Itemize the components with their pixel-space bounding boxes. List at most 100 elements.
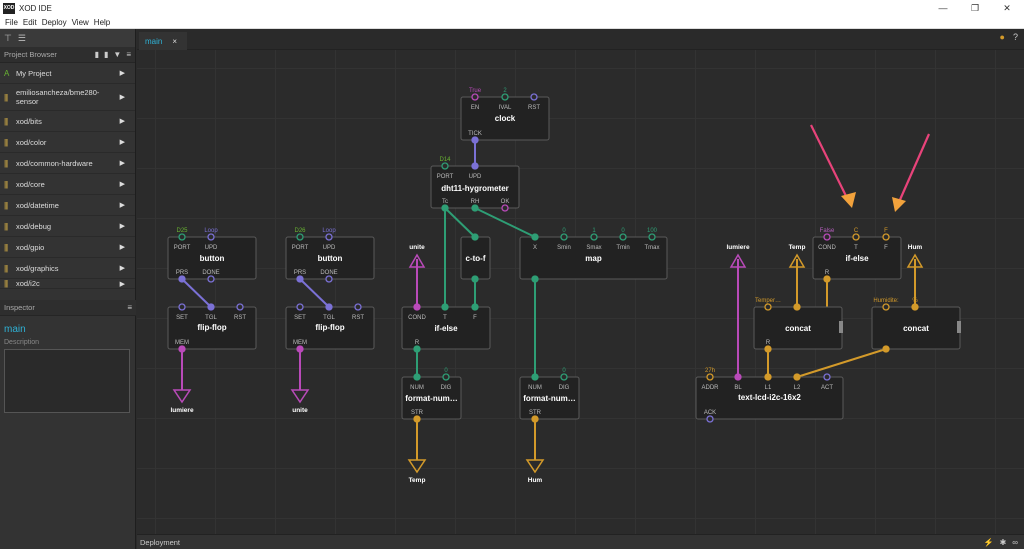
- pin-out-concat2-0[interactable]: [882, 345, 890, 353]
- pin-out-button2-0[interactable]: [296, 275, 304, 283]
- node-fmt2[interactable]: [519, 376, 580, 420]
- user-icon[interactable]: ●: [999, 32, 1005, 42]
- terminal-lumiere-input[interactable]: [172, 389, 192, 404]
- pin-out-button1-0[interactable]: [178, 275, 186, 283]
- pin-in-ifelse2-0[interactable]: [823, 233, 831, 241]
- pin-in-ifelse2-1[interactable]: [852, 233, 860, 241]
- pin-out-fmt2-0[interactable]: [531, 415, 539, 423]
- pin-out-concat1-0[interactable]: [764, 345, 772, 353]
- terminal-unite-input[interactable]: [290, 389, 310, 404]
- pin-in-map-2[interactable]: [590, 233, 598, 241]
- panel-menu-icon[interactable]: ≡: [127, 303, 132, 312]
- pin-in-map-0[interactable]: [531, 233, 539, 241]
- pin-in-fmt1-0[interactable]: [413, 373, 421, 381]
- sidebar-item-i2c[interactable]: |||xod/i2c▶: [0, 279, 135, 289]
- menu-file[interactable]: File: [5, 17, 18, 27]
- pin-in-lcd-4[interactable]: [823, 373, 831, 381]
- pin-in-flipflop2-2[interactable]: [354, 303, 362, 311]
- pin-in-concat2-0[interactable]: [882, 303, 890, 311]
- sidebar-item-core[interactable]: |||xod/core▶: [0, 174, 135, 195]
- terminal-lumiere-output[interactable]: [729, 253, 747, 268]
- pin-in-flipflop1-2[interactable]: [236, 303, 244, 311]
- pin-in-ifelse2-2[interactable]: [882, 233, 890, 241]
- terminal-temp-output[interactable]: [788, 253, 806, 268]
- pin-in-concat2-1[interactable]: [911, 303, 919, 311]
- pin-in-fmt2-1[interactable]: [560, 373, 568, 381]
- pin-in-map-1[interactable]: [560, 233, 568, 241]
- pin-in-flipflop2-0[interactable]: [296, 303, 304, 311]
- pin-in-fmt1-1[interactable]: [442, 373, 450, 381]
- close-window-button[interactable]: ✕: [1003, 2, 1011, 13]
- simulate-icon[interactable]: ∞: [1012, 537, 1018, 547]
- pin-in-map-3[interactable]: [619, 233, 627, 241]
- menu-deploy[interactable]: Deploy: [41, 17, 67, 27]
- pin-in-lcd-2[interactable]: [764, 373, 772, 381]
- pin-out-ifelse2-0[interactable]: [823, 275, 831, 283]
- pin-in-dht11-0[interactable]: [441, 162, 449, 170]
- pin-in-ifelse1-0[interactable]: [413, 303, 421, 311]
- pin-in-fmt2-0[interactable]: [531, 373, 539, 381]
- terminal-unite-output[interactable]: [408, 253, 426, 268]
- help-icon[interactable]: ?: [1012, 32, 1018, 42]
- pin-in-clock-0[interactable]: [471, 93, 479, 101]
- panel-settings-icon[interactable]: ☰: [17, 32, 26, 43]
- pin-in-flipflop2-1[interactable]: [325, 303, 333, 311]
- sidebar-item-common-hardware[interactable]: |||xod/common-hardware▶: [0, 153, 135, 174]
- node-fmt1[interactable]: [401, 376, 462, 420]
- sidebar-item-datetime[interactable]: |||xod/datetime▶: [0, 195, 135, 216]
- panel-menu-icon[interactable]: ≡: [126, 50, 131, 59]
- close-tab-icon[interactable]: ×: [172, 36, 178, 46]
- pin-out-flipflop2-0[interactable]: [296, 345, 304, 353]
- pin-out-ctof-0[interactable]: [471, 275, 479, 283]
- terminal-temp-input[interactable]: [407, 459, 427, 474]
- pin-out-clock-0[interactable]: [471, 136, 479, 144]
- pin-in-flipflop1-0[interactable]: [178, 303, 186, 311]
- terminal-hum-output[interactable]: [906, 253, 924, 268]
- pin-out-dht11-1[interactable]: [471, 204, 479, 212]
- minimize-button[interactable]: —: [938, 3, 948, 13]
- pin-in-clock-2[interactable]: [530, 93, 538, 101]
- upload-icon[interactable]: ⚡: [983, 537, 994, 547]
- sidebar-item-graphics[interactable]: |||xod/graphics▶: [0, 258, 135, 279]
- pin-out-fmt1-0[interactable]: [413, 415, 421, 423]
- pin-out-map-0[interactable]: [531, 275, 539, 283]
- pin-in-button2-0[interactable]: [296, 233, 304, 241]
- sidebar-item-bme280[interactable]: |||emiliosancheza/bme280-sensor▶: [0, 84, 135, 111]
- terminal-hum-input[interactable]: [525, 459, 545, 474]
- description-textarea[interactable]: [4, 349, 130, 413]
- pin-out-flipflop1-0[interactable]: [178, 345, 186, 353]
- menu-view[interactable]: View: [71, 17, 89, 27]
- pin-in-flipflop1-1[interactable]: [207, 303, 215, 311]
- tab-main[interactable]: main ×: [139, 32, 187, 50]
- sidebar-item-bits[interactable]: |||xod/bits▶: [0, 111, 135, 132]
- pin-out-dht11-2[interactable]: [501, 204, 509, 212]
- pin-in-lcd-1[interactable]: [734, 373, 742, 381]
- pin-out-ifelse1-0[interactable]: [413, 345, 421, 353]
- sidebar-item-color[interactable]: |||xod/color▶: [0, 132, 135, 153]
- pin-in-lcd-3[interactable]: [793, 373, 801, 381]
- pin-in-button1-1[interactable]: [207, 233, 215, 241]
- pin-in-button1-0[interactable]: [178, 233, 186, 241]
- pin-in-ifelse1-2[interactable]: [471, 303, 479, 311]
- new-patch-icon[interactable]: ▮: [94, 50, 99, 59]
- patch-graph[interactable]: clockENTrueIVAL2RSTTICKdht11-hygrometerP…: [137, 50, 1024, 534]
- restore-button[interactable]: ❐: [970, 2, 980, 13]
- pin-in-map-4[interactable]: [648, 233, 656, 241]
- pin-in-button2-1[interactable]: [325, 233, 333, 241]
- pin-out-lcd-0[interactable]: [706, 415, 714, 423]
- sidebar-item-debug[interactable]: |||xod/debug▶: [0, 216, 135, 237]
- menu-help[interactable]: Help: [93, 17, 111, 27]
- debug-icon[interactable]: ✱: [999, 537, 1007, 547]
- pin-in-ifelse1-1[interactable]: [441, 303, 449, 311]
- pin-out-button2-1[interactable]: [325, 275, 333, 283]
- pin-in-lcd-0[interactable]: [706, 373, 714, 381]
- pin-in-ctof-0[interactable]: [471, 233, 479, 241]
- project-tree-icon[interactable]: ⊤: [4, 32, 12, 43]
- pin-in-clock-1[interactable]: [501, 93, 509, 101]
- menu-edit[interactable]: Edit: [22, 17, 37, 27]
- pin-out-button1-1[interactable]: [207, 275, 215, 283]
- filter-icon[interactable]: ▼: [113, 50, 122, 59]
- pin-in-dht11-1[interactable]: [471, 162, 479, 170]
